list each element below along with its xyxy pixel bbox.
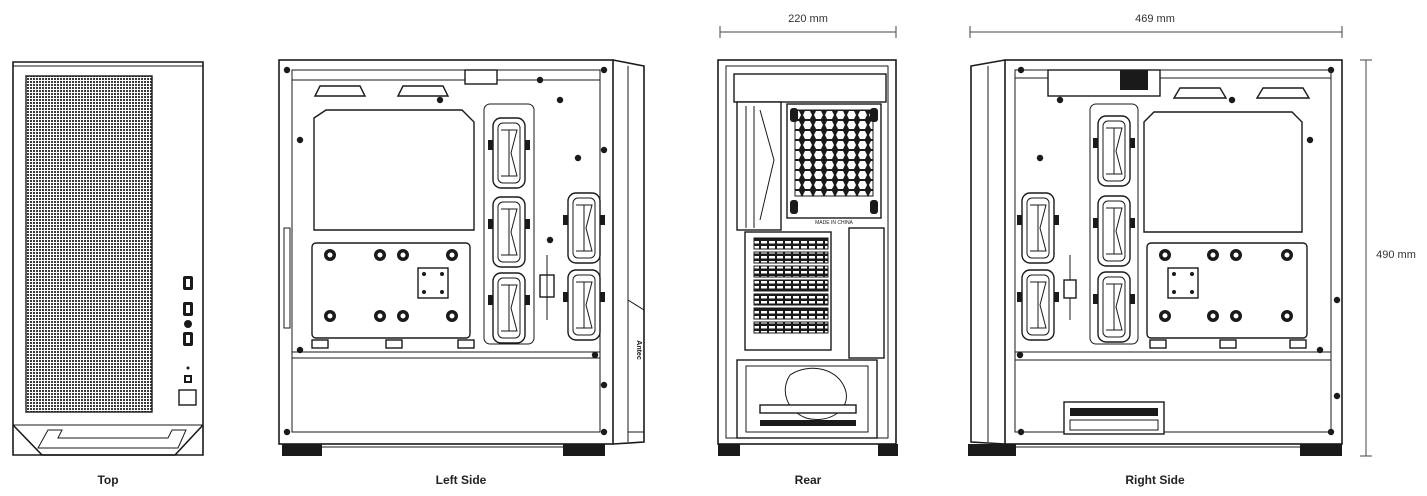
top-view-label: Top xyxy=(97,473,118,487)
right-side-view: 469 mm 490 mm xyxy=(968,10,1422,487)
right-front-bezel xyxy=(970,59,1006,445)
brand-logo: Antec xyxy=(635,340,642,360)
rear-stamp: MADE IN CHINA xyxy=(815,220,853,226)
right-foot-front xyxy=(968,444,1016,456)
left-cpu-cutout xyxy=(311,242,471,339)
rear-fan-grille xyxy=(794,109,874,197)
left-side-label: Left Side xyxy=(436,473,487,487)
right-side-label: Right Side xyxy=(1125,473,1185,487)
psu-opening xyxy=(736,359,878,439)
top-view: Top xyxy=(12,61,204,487)
rear-frame xyxy=(717,59,897,445)
pci-slot-2[interactable] xyxy=(753,251,829,264)
rear-foot-left xyxy=(718,444,740,456)
left-cable-cutout xyxy=(313,109,475,231)
rear-foot-right xyxy=(878,444,898,456)
height-dimension-text: 490 mm xyxy=(1376,249,1416,261)
drive-cage xyxy=(1063,401,1165,435)
rear-vertical-panel xyxy=(848,227,885,359)
expansion-slots xyxy=(753,237,829,334)
width-dimension-text: 220 mm xyxy=(788,13,828,25)
right-foot-rear xyxy=(1300,444,1342,456)
right-side-frame xyxy=(1004,59,1343,445)
left-front-bezel xyxy=(612,59,645,445)
pci-slot-6[interactable] xyxy=(753,307,829,320)
pci-slot-5[interactable] xyxy=(753,293,829,306)
pci-slot-7[interactable] xyxy=(753,321,829,334)
top-view-outline xyxy=(12,61,204,456)
right-cpu-cutout xyxy=(1146,242,1308,339)
pci-slot-4[interactable] xyxy=(753,279,829,292)
front-io-panel xyxy=(178,276,197,406)
pci-slot-1[interactable] xyxy=(753,237,829,250)
right-cable-cutout xyxy=(1143,111,1303,233)
audio-jack[interactable] xyxy=(184,320,192,328)
rear-io-shield xyxy=(736,101,782,231)
left-side-view: Antec xyxy=(278,59,645,487)
top-mesh-panel xyxy=(25,75,153,413)
rear-label: Rear xyxy=(795,473,822,487)
pci-slot-3[interactable] xyxy=(753,265,829,278)
power-button[interactable] xyxy=(178,389,197,406)
left-foot-front xyxy=(563,444,605,456)
left-side-frame xyxy=(278,59,614,445)
rear-view: 220 mm MADE IN CHINA xyxy=(717,10,898,487)
left-foot-rear xyxy=(282,444,322,456)
depth-dimension-text: 469 mm xyxy=(1135,13,1175,25)
